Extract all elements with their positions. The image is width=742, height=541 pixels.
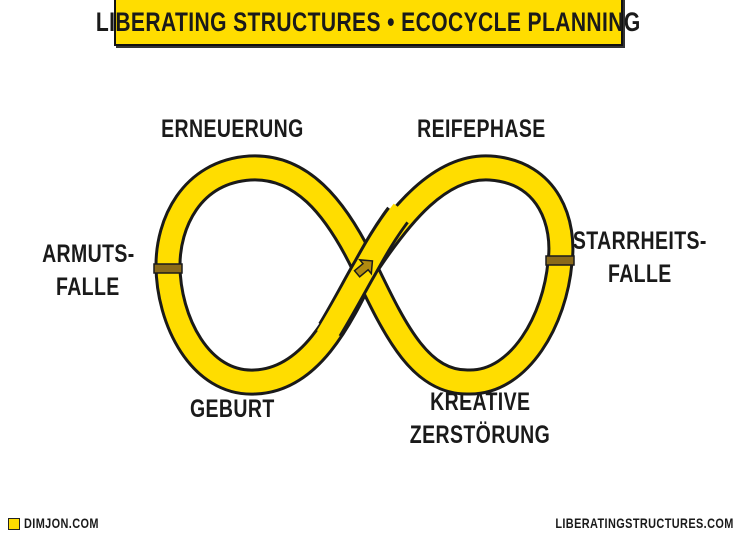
label-armutsfalle: ARMUTS- FALLE xyxy=(0,238,198,304)
footer-right: LIBERATINGSTRUCTURES.COM xyxy=(505,515,734,531)
label-text: KREATIVE xyxy=(429,388,531,416)
label-erneuerung: ERNEUERUNG xyxy=(122,113,342,146)
label-text: ARMUTS- xyxy=(41,240,135,268)
label-reifephase: REIFEPHASE xyxy=(371,113,591,146)
label-geburt: GEBURT xyxy=(122,393,342,426)
rigidity-trap-marker xyxy=(545,255,575,266)
title-banner: LIBERATING STRUCTURES • ECOCYCLE PLANNIN… xyxy=(96,0,641,46)
label-kreative-zerstoerung: KREATIVE ZERSTÖRUNG xyxy=(370,386,590,452)
label-text: FALLE xyxy=(56,273,120,301)
footer-left: DIMJON.COM xyxy=(8,515,120,531)
page-title: LIBERATING STRUCTURES • ECOCYCLE PLANNIN… xyxy=(96,6,641,37)
label-text: STARRHEITS- xyxy=(573,227,707,255)
yellow-square-icon xyxy=(8,518,20,531)
label-text: ZERSTÖRUNG xyxy=(409,421,551,449)
label-starrheitsfalle: STARRHEITS- FALLE xyxy=(530,225,742,291)
label-text: GEBURT xyxy=(189,395,275,423)
direction-arrow-icon xyxy=(353,258,374,278)
poverty-trap-marker xyxy=(153,263,183,274)
footer-right-link[interactable]: LIBERATINGSTRUCTURES.COM xyxy=(555,515,734,531)
label-text: REIFEPHASE xyxy=(416,115,546,143)
label-text: ERNEUERUNG xyxy=(160,115,304,143)
label-text: FALLE xyxy=(608,260,672,288)
footer-left-link[interactable]: DIMJON.COM xyxy=(24,515,99,531)
